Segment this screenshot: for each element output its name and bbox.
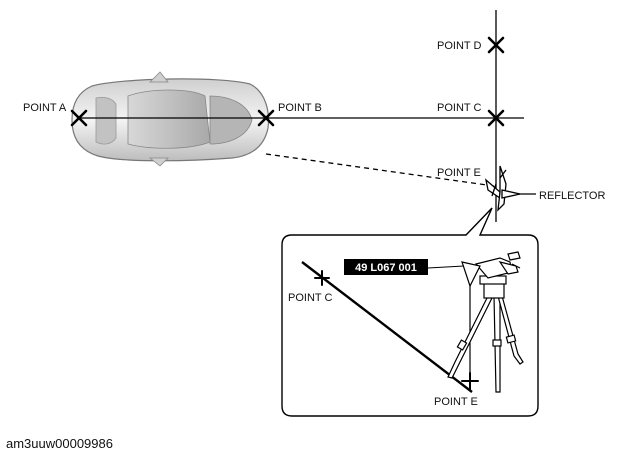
label-point-a: POINT A <box>23 102 67 114</box>
label-point-d: POINT D <box>437 40 481 52</box>
point-d-marker <box>487 36 505 54</box>
part-number-tag <box>344 259 428 275</box>
part-number-text: 49 L067 001 <box>355 262 417 274</box>
inset-diagonal-line <box>301 261 473 393</box>
part-number-leader <box>427 265 465 269</box>
label-point-b: POINT B <box>278 102 322 114</box>
reflector-icon <box>484 165 536 212</box>
label-inset-point-e: POINT E <box>434 396 478 408</box>
inset-point-c-marker <box>314 270 330 286</box>
point-c-marker <box>487 109 505 127</box>
vehicle-top-view <box>71 71 270 167</box>
dashed-line-to-reflector <box>265 153 495 187</box>
point-a-marker <box>70 109 88 127</box>
label-inset-point-c: POINT C <box>288 292 332 304</box>
alignment-diagram: 49 L067 001 POINT A POINT B POINT C POIN… <box>23 10 605 417</box>
label-reflector: REFLECTOR <box>539 190 605 202</box>
label-point-c: POINT C <box>437 102 481 114</box>
label-point-e: POINT E <box>437 167 481 179</box>
figure-caption: am3uuw00009986 <box>6 436 113 451</box>
laser-tripod-tool <box>447 251 524 393</box>
point-b-marker <box>257 109 275 127</box>
